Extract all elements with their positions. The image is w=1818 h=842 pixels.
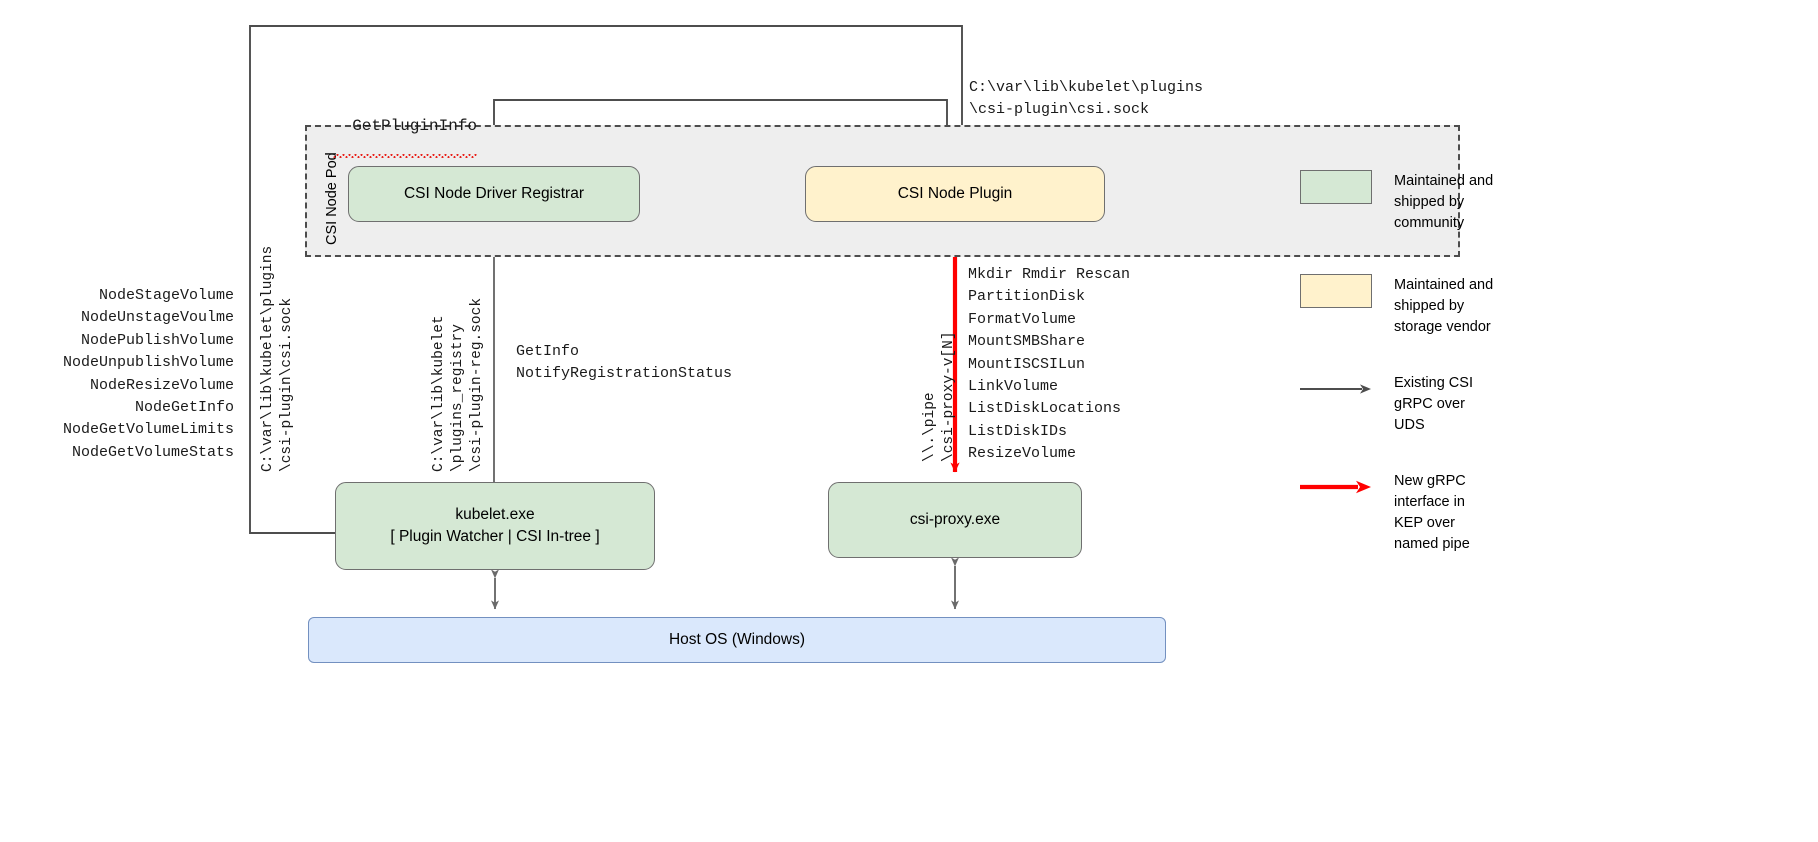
legend: Maintained and shipped by community Main… (1300, 170, 1700, 591)
csi-node-plugin-label: CSI Node Plugin (897, 184, 1013, 202)
kubelet-exe-label: kubelet.exe (455, 505, 535, 523)
legend-label-vendor: Maintained and shipped by storage vendor (1394, 277, 1494, 335)
legend-arrow-red-icon (1300, 470, 1372, 504)
csi-node-service-rpc-list: NodeStageVolume NodeUnstageVoulme NodePu… (62, 287, 234, 461)
legend-swatch-green-icon (1300, 170, 1372, 204)
host-os-box[interactable]: Host OS (Windows) (308, 617, 1166, 663)
get-plugin-info-label: GetPluginInfo (333, 99, 478, 176)
csi-proxy-exe-label: csi-proxy.exe (909, 510, 1001, 528)
get-plugin-info-text: GetPluginInfo (352, 117, 478, 135)
legend-item-community: Maintained and shipped by community (1300, 170, 1700, 234)
kubelet-registry-socket-path-label: C:\var\lib\kubelet \plugins_registry \cs… (431, 297, 485, 472)
legend-item-vendor: Maintained and shipped by storage vendor (1300, 274, 1700, 338)
csi-plugin-socket-path-label: C:\var\lib\kubelet\plugins \csi-plugin\c… (969, 79, 1204, 119)
csi-node-driver-registrar-box[interactable]: CSI Node Driver Registrar (348, 166, 640, 222)
csi-node-driver-registrar-label: CSI Node Driver Registrar (403, 184, 585, 202)
legend-arrow-gray-icon (1300, 372, 1372, 406)
kubelet-csi-socket-path-label: C:\var\lib\kubelet\plugins \csi-plugin\c… (260, 245, 295, 472)
csi-proxy-rpc-list: Mkdir Rmdir Rescan PartitionDisk FormatV… (968, 266, 1131, 463)
csi-proxy-exe-box[interactable]: csi-proxy.exe (828, 482, 1082, 558)
registration-rpc-list: GetInfo NotifyRegistrationStatus (516, 343, 733, 383)
legend-item-existing-csi: Existing CSI gRPC over UDS (1300, 372, 1700, 436)
legend-label-new-grpc: New gRPC interface in KEP over named pip… (1394, 473, 1470, 552)
legend-label-existing-csi: Existing CSI gRPC over UDS (1394, 375, 1473, 433)
kubelet-components-label: [ Plugin Watcher | CSI In-tree ] (390, 528, 600, 545)
csi-node-plugin-box[interactable]: CSI Node Plugin (805, 166, 1105, 222)
csi-proxy-named-pipe-path-label: \\.\pipe \csi-proxy-v[N] (922, 331, 957, 462)
host-os-label: Host OS (Windows) (668, 630, 806, 648)
legend-label-community: Maintained and shipped by community (1394, 173, 1494, 231)
legend-item-new-grpc: New gRPC interface in KEP over named pip… (1300, 470, 1700, 555)
kubelet-exe-box[interactable]: kubelet.exe [ Plugin Watcher | CSI In-tr… (335, 482, 655, 570)
legend-swatch-yellow-icon (1300, 274, 1372, 308)
spellcheck-squiggle-icon (333, 154, 478, 158)
